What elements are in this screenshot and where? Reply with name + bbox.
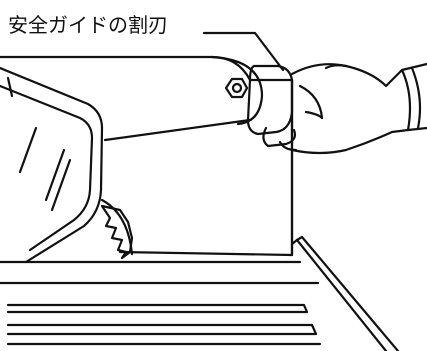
guard-arm-top bbox=[0, 55, 252, 82]
hand-wrist bbox=[290, 126, 427, 155]
hand-knuckle-1 bbox=[298, 84, 324, 120]
hand-crease-1 bbox=[324, 64, 348, 70]
guard-shine-1 bbox=[18, 126, 38, 174]
table-slot-1 bbox=[6, 303, 309, 314]
blade-guard-outer bbox=[0, 66, 104, 264]
guard-shine-2 bbox=[44, 148, 66, 202]
pivot-nut-hole bbox=[231, 82, 243, 94]
guard-shine-3 bbox=[50, 158, 72, 212]
callout-leader-line bbox=[202, 31, 285, 72]
callout-label-safety-guard-riving-knife: 安全ガイドの割刃 bbox=[8, 13, 168, 37]
blade-guard-inner bbox=[0, 84, 94, 252]
guard-top-line bbox=[6, 76, 14, 98]
guard-arm-bottom bbox=[103, 118, 252, 142]
hand-knuckle-2 bbox=[304, 110, 324, 120]
saw-blade-teeth bbox=[100, 204, 134, 260]
rip-fence-inner bbox=[295, 235, 400, 351]
hand-finger-1 bbox=[262, 126, 297, 148]
rip-fence-outer bbox=[295, 238, 388, 351]
table-slot-2 bbox=[6, 323, 318, 336]
hand-thumb bbox=[246, 64, 294, 136]
riving-knife-plate bbox=[118, 78, 294, 257]
hand-sleeve-line bbox=[410, 66, 422, 130]
pivot-nut-icon bbox=[224, 77, 249, 99]
guard-arm-end bbox=[210, 55, 264, 126]
saw-blade-arc bbox=[100, 198, 134, 256]
hand-sleeve-edge bbox=[400, 68, 412, 132]
